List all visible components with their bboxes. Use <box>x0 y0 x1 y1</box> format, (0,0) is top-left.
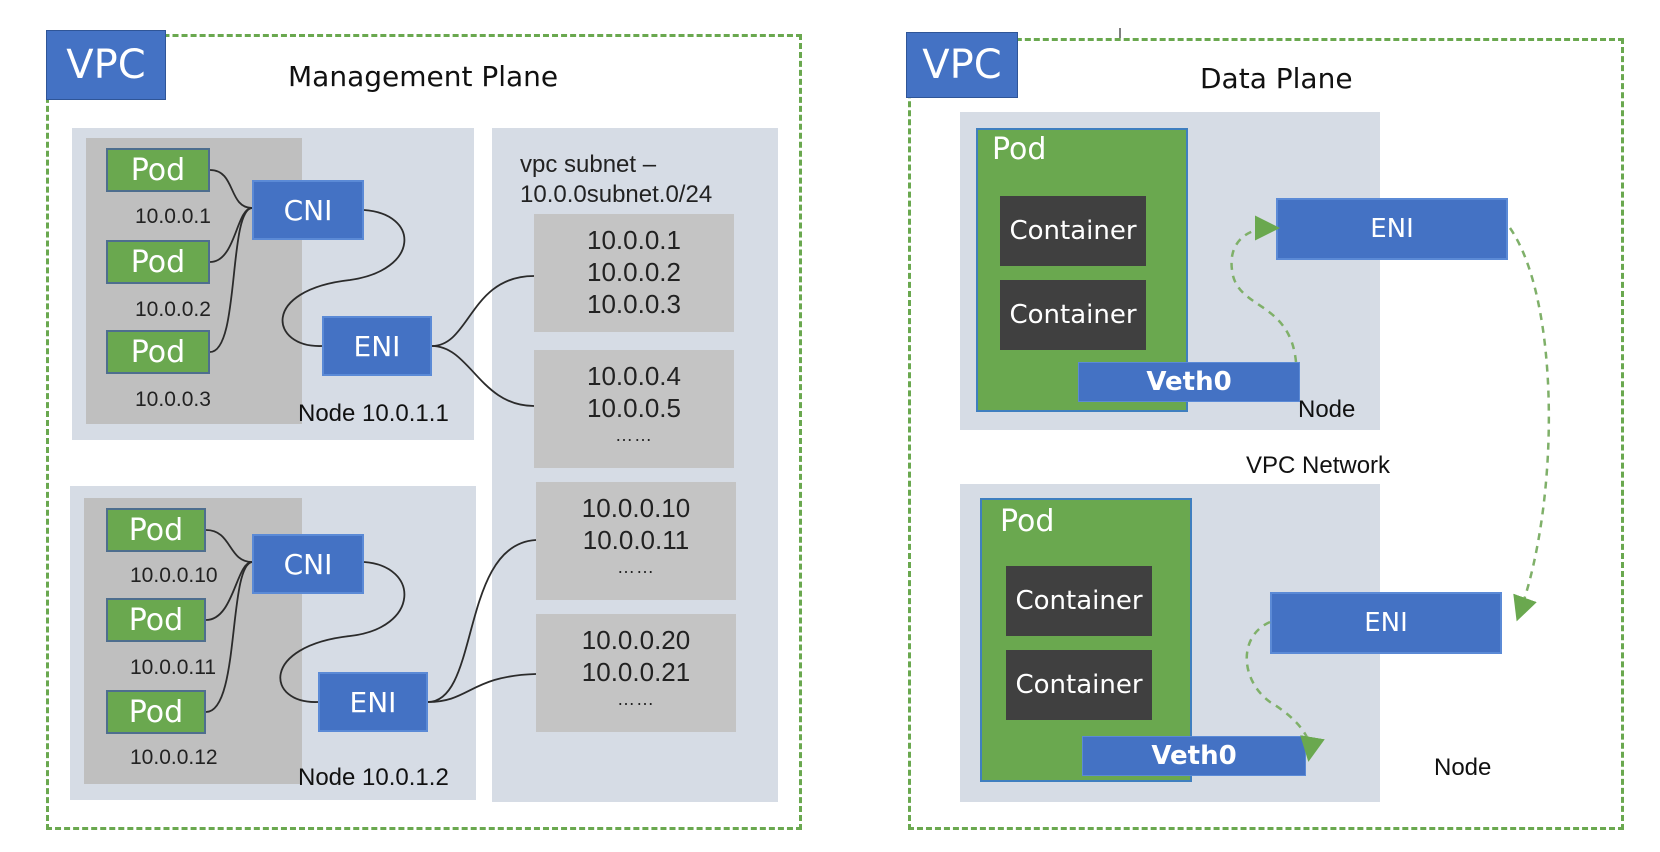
pod-10-0-0-11[interactable]: Pod <box>106 598 206 642</box>
data-vpc-boundary <box>908 38 1624 830</box>
veth0-node-2[interactable]: Veth0 <box>1082 736 1306 776</box>
subnet-ip: 10.0.0.5 <box>587 393 681 423</box>
data-plane-title: Data Plane <box>1200 62 1353 95</box>
subnet-group-1: 10.0.0.1 10.0.0.2 10.0.0.3 <box>534 214 734 332</box>
data-pod-2-label: Pod <box>1000 504 1055 539</box>
management-vpc-badge: VPC <box>46 30 166 100</box>
subnet-ip: 10.0.0.3 <box>587 289 681 319</box>
container[interactable]: Container <box>1006 566 1152 636</box>
subnet-ip: 10.0.0.20 <box>581 625 691 655</box>
subnet-ip: 10.0.0.4 <box>587 361 681 391</box>
subnet-ellipsis: …… <box>615 425 653 445</box>
subnet-ip: 10.0.0.1 <box>587 225 681 255</box>
node-1-label: Node 10.0.1.1 <box>298 400 449 427</box>
subnet-ip: 10.0.0.21 <box>581 657 691 687</box>
subnet-title-line1: vpc subnet – <box>520 151 657 178</box>
node-2-label: Node 10.0.1.2 <box>298 764 449 791</box>
pod-ip-label: 10.0.0.2 <box>135 298 211 321</box>
subnet-ellipsis: …… <box>617 557 655 577</box>
eni-node-2[interactable]: ENI <box>318 672 428 732</box>
cni-node-1[interactable]: CNI <box>252 180 364 240</box>
pod-10-0-0-10[interactable]: Pod <box>106 508 206 552</box>
subnet-group-3: 10.0.0.10 10.0.0.11 …… <box>536 482 736 600</box>
subnet-ip: 10.0.0.10 <box>581 493 691 523</box>
container[interactable]: Container <box>1000 196 1146 266</box>
management-vpc-boundary <box>46 34 802 830</box>
eni-data-node-2[interactable]: ENI <box>1270 592 1502 654</box>
eni-data-node-1[interactable]: ENI <box>1276 198 1508 260</box>
veth0-node-1[interactable]: Veth0 <box>1078 362 1300 402</box>
pod-ip-label: 10.0.0.11 <box>130 656 217 679</box>
pod-10-0-0-12[interactable]: Pod <box>106 690 206 734</box>
subnet-ellipsis: …… <box>617 689 655 709</box>
subnet-ip: 10.0.0.2 <box>587 257 681 287</box>
vpc-network-label: VPC Network <box>1246 452 1391 479</box>
pod-10-0-0-2[interactable]: Pod <box>106 240 210 284</box>
data-node-2-label: Node <box>1434 754 1492 781</box>
pod-ip-label: 10.0.0.10 <box>130 564 218 587</box>
data-vpc-badge: VPC <box>906 32 1018 98</box>
data-pod-2[interactable] <box>980 498 1192 782</box>
pod-10-0-0-1[interactable]: Pod <box>106 148 210 192</box>
management-plane-title: Management Plane <box>288 60 559 93</box>
subnet-title-line2: 10.0.0subnet.0/24 <box>520 181 713 208</box>
pod-10-0-0-3[interactable]: Pod <box>106 330 210 374</box>
subnet-group-2: 10.0.0.4 10.0.0.5 …… <box>534 350 734 468</box>
subnet-group-4: 10.0.0.20 10.0.0.21 …… <box>536 614 736 732</box>
pod-ip-label: 10.0.0.12 <box>130 746 218 769</box>
pod-ip-label: 10.0.0.3 <box>135 388 211 411</box>
subnet-ip: 10.0.0.11 <box>582 525 690 555</box>
data-node-1-label: Node <box>1298 396 1356 423</box>
pod-ip-label: 10.0.0.1 <box>135 205 211 228</box>
data-pod-1-label: Pod <box>992 132 1047 167</box>
cni-node-2[interactable]: CNI <box>252 534 364 594</box>
eni-node-1[interactable]: ENI <box>322 316 432 376</box>
container[interactable]: Container <box>1006 650 1152 720</box>
container[interactable]: Container <box>1000 280 1146 350</box>
